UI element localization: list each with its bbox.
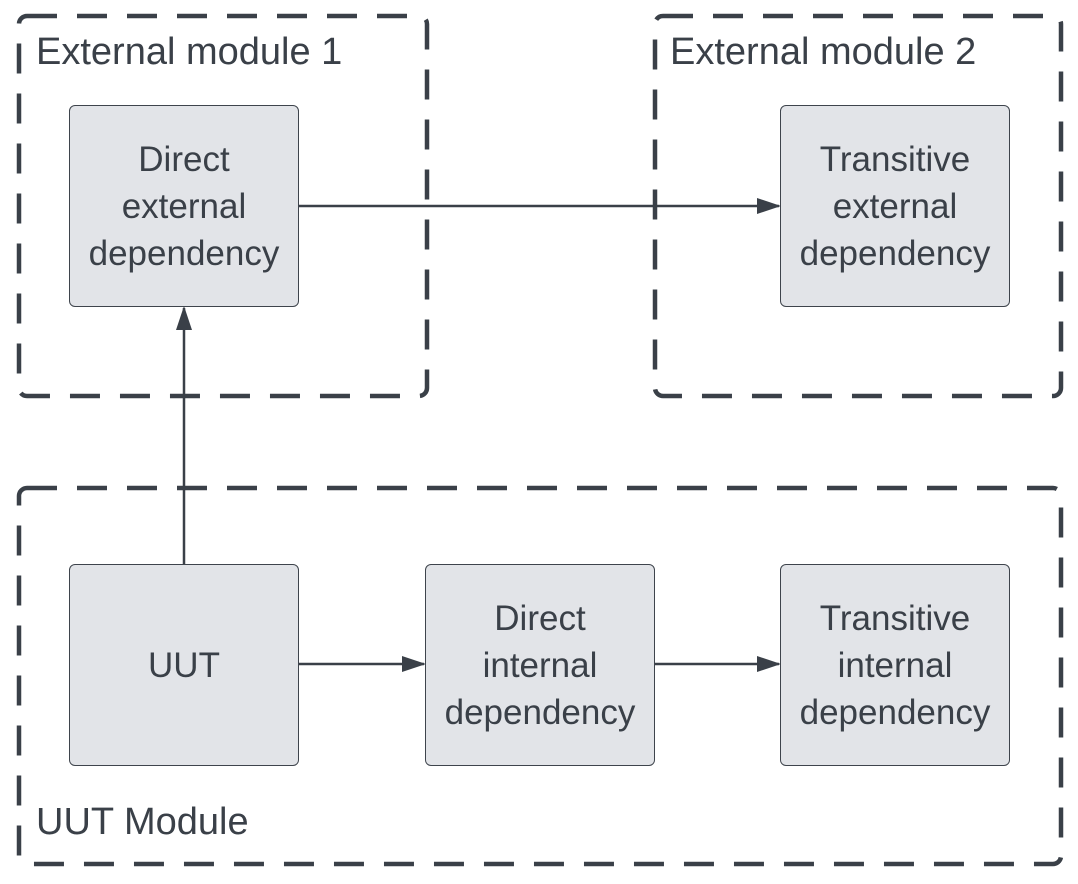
module-boundary-uut <box>16 485 1064 867</box>
node-uut: UUT <box>69 564 299 766</box>
node-direct-external-dependency: Direct external dependency <box>69 105 299 307</box>
node-label: Transitive external dependency <box>799 139 991 273</box>
node-label: UUT <box>148 645 220 685</box>
node-label: Direct internal dependency <box>444 598 636 732</box>
node-label: Direct external dependency <box>88 139 280 273</box>
module-label-external-1: External module 1 <box>36 31 343 73</box>
node-direct-internal-dependency: Direct internal dependency <box>425 564 655 766</box>
node-transitive-internal-dependency: Transitive internal dependency <box>780 564 1010 766</box>
module-label-external-2: External module 2 <box>670 31 977 73</box>
node-transitive-external-dependency: Transitive external dependency <box>780 105 1010 307</box>
module-label-uut: UUT Module <box>36 801 249 843</box>
node-label: Transitive internal dependency <box>799 598 991 732</box>
module-boundary-external-1 <box>16 13 430 399</box>
